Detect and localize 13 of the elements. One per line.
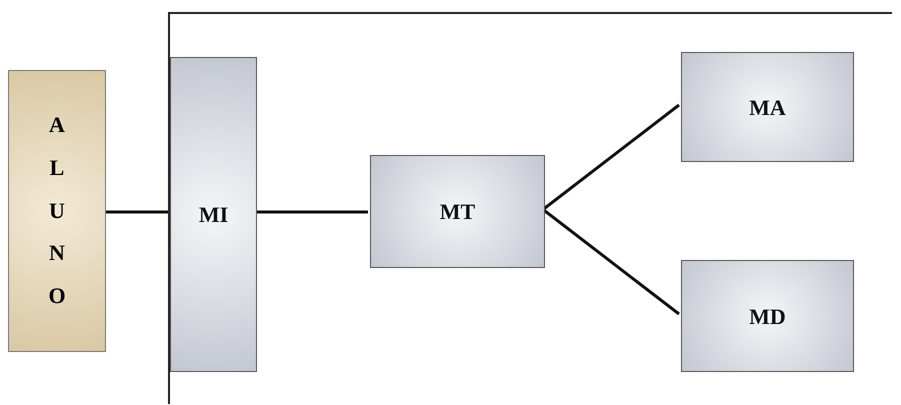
module-box: [681, 260, 854, 372]
connector-line: [106, 210, 168, 214]
node-label: MT: [440, 198, 476, 226]
node-label: ALUNO: [47, 110, 67, 310]
student-box: [8, 70, 106, 352]
system-frame: [168, 12, 892, 404]
module-box: [170, 57, 257, 372]
node-label: MD: [749, 302, 786, 330]
node-label: MI: [198, 201, 228, 229]
module-box: [370, 155, 545, 268]
module-box: [681, 52, 854, 162]
node-label: MA: [749, 94, 786, 122]
connector-line: [255, 210, 368, 214]
